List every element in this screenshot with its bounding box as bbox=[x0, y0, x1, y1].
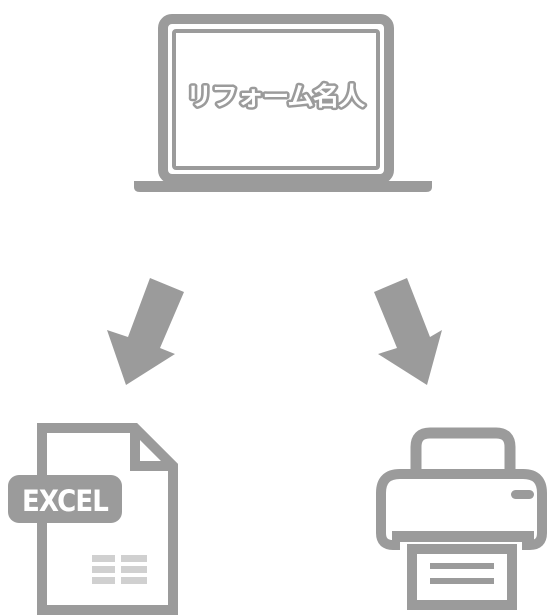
document-fold-corner bbox=[130, 428, 173, 471]
laptop-screen-inner bbox=[172, 29, 380, 170]
printer-icon bbox=[376, 427, 547, 610]
printer-status-light bbox=[511, 490, 534, 499]
printer-paper-tray bbox=[410, 427, 516, 478]
arrow-to-excel-icon bbox=[107, 278, 184, 385]
spreadsheet-grid-icon bbox=[92, 555, 147, 584]
laptop-icon: リフォーム名人 bbox=[134, 14, 432, 192]
paper-line-2 bbox=[430, 578, 494, 584]
printer-paper-output bbox=[407, 544, 517, 610]
excel-label-text: EXCEL bbox=[22, 484, 108, 518]
laptop-base bbox=[134, 181, 432, 192]
printer-output-slot bbox=[392, 531, 534, 542]
app-logo-text: リフォーム名人 bbox=[186, 82, 365, 111]
printer-body bbox=[376, 469, 547, 550]
arrow-to-printer-icon bbox=[374, 278, 442, 385]
paper-line-1 bbox=[430, 563, 494, 569]
excel-label-badge bbox=[8, 475, 122, 523]
excel-file-icon: EXCEL bbox=[8, 423, 178, 615]
